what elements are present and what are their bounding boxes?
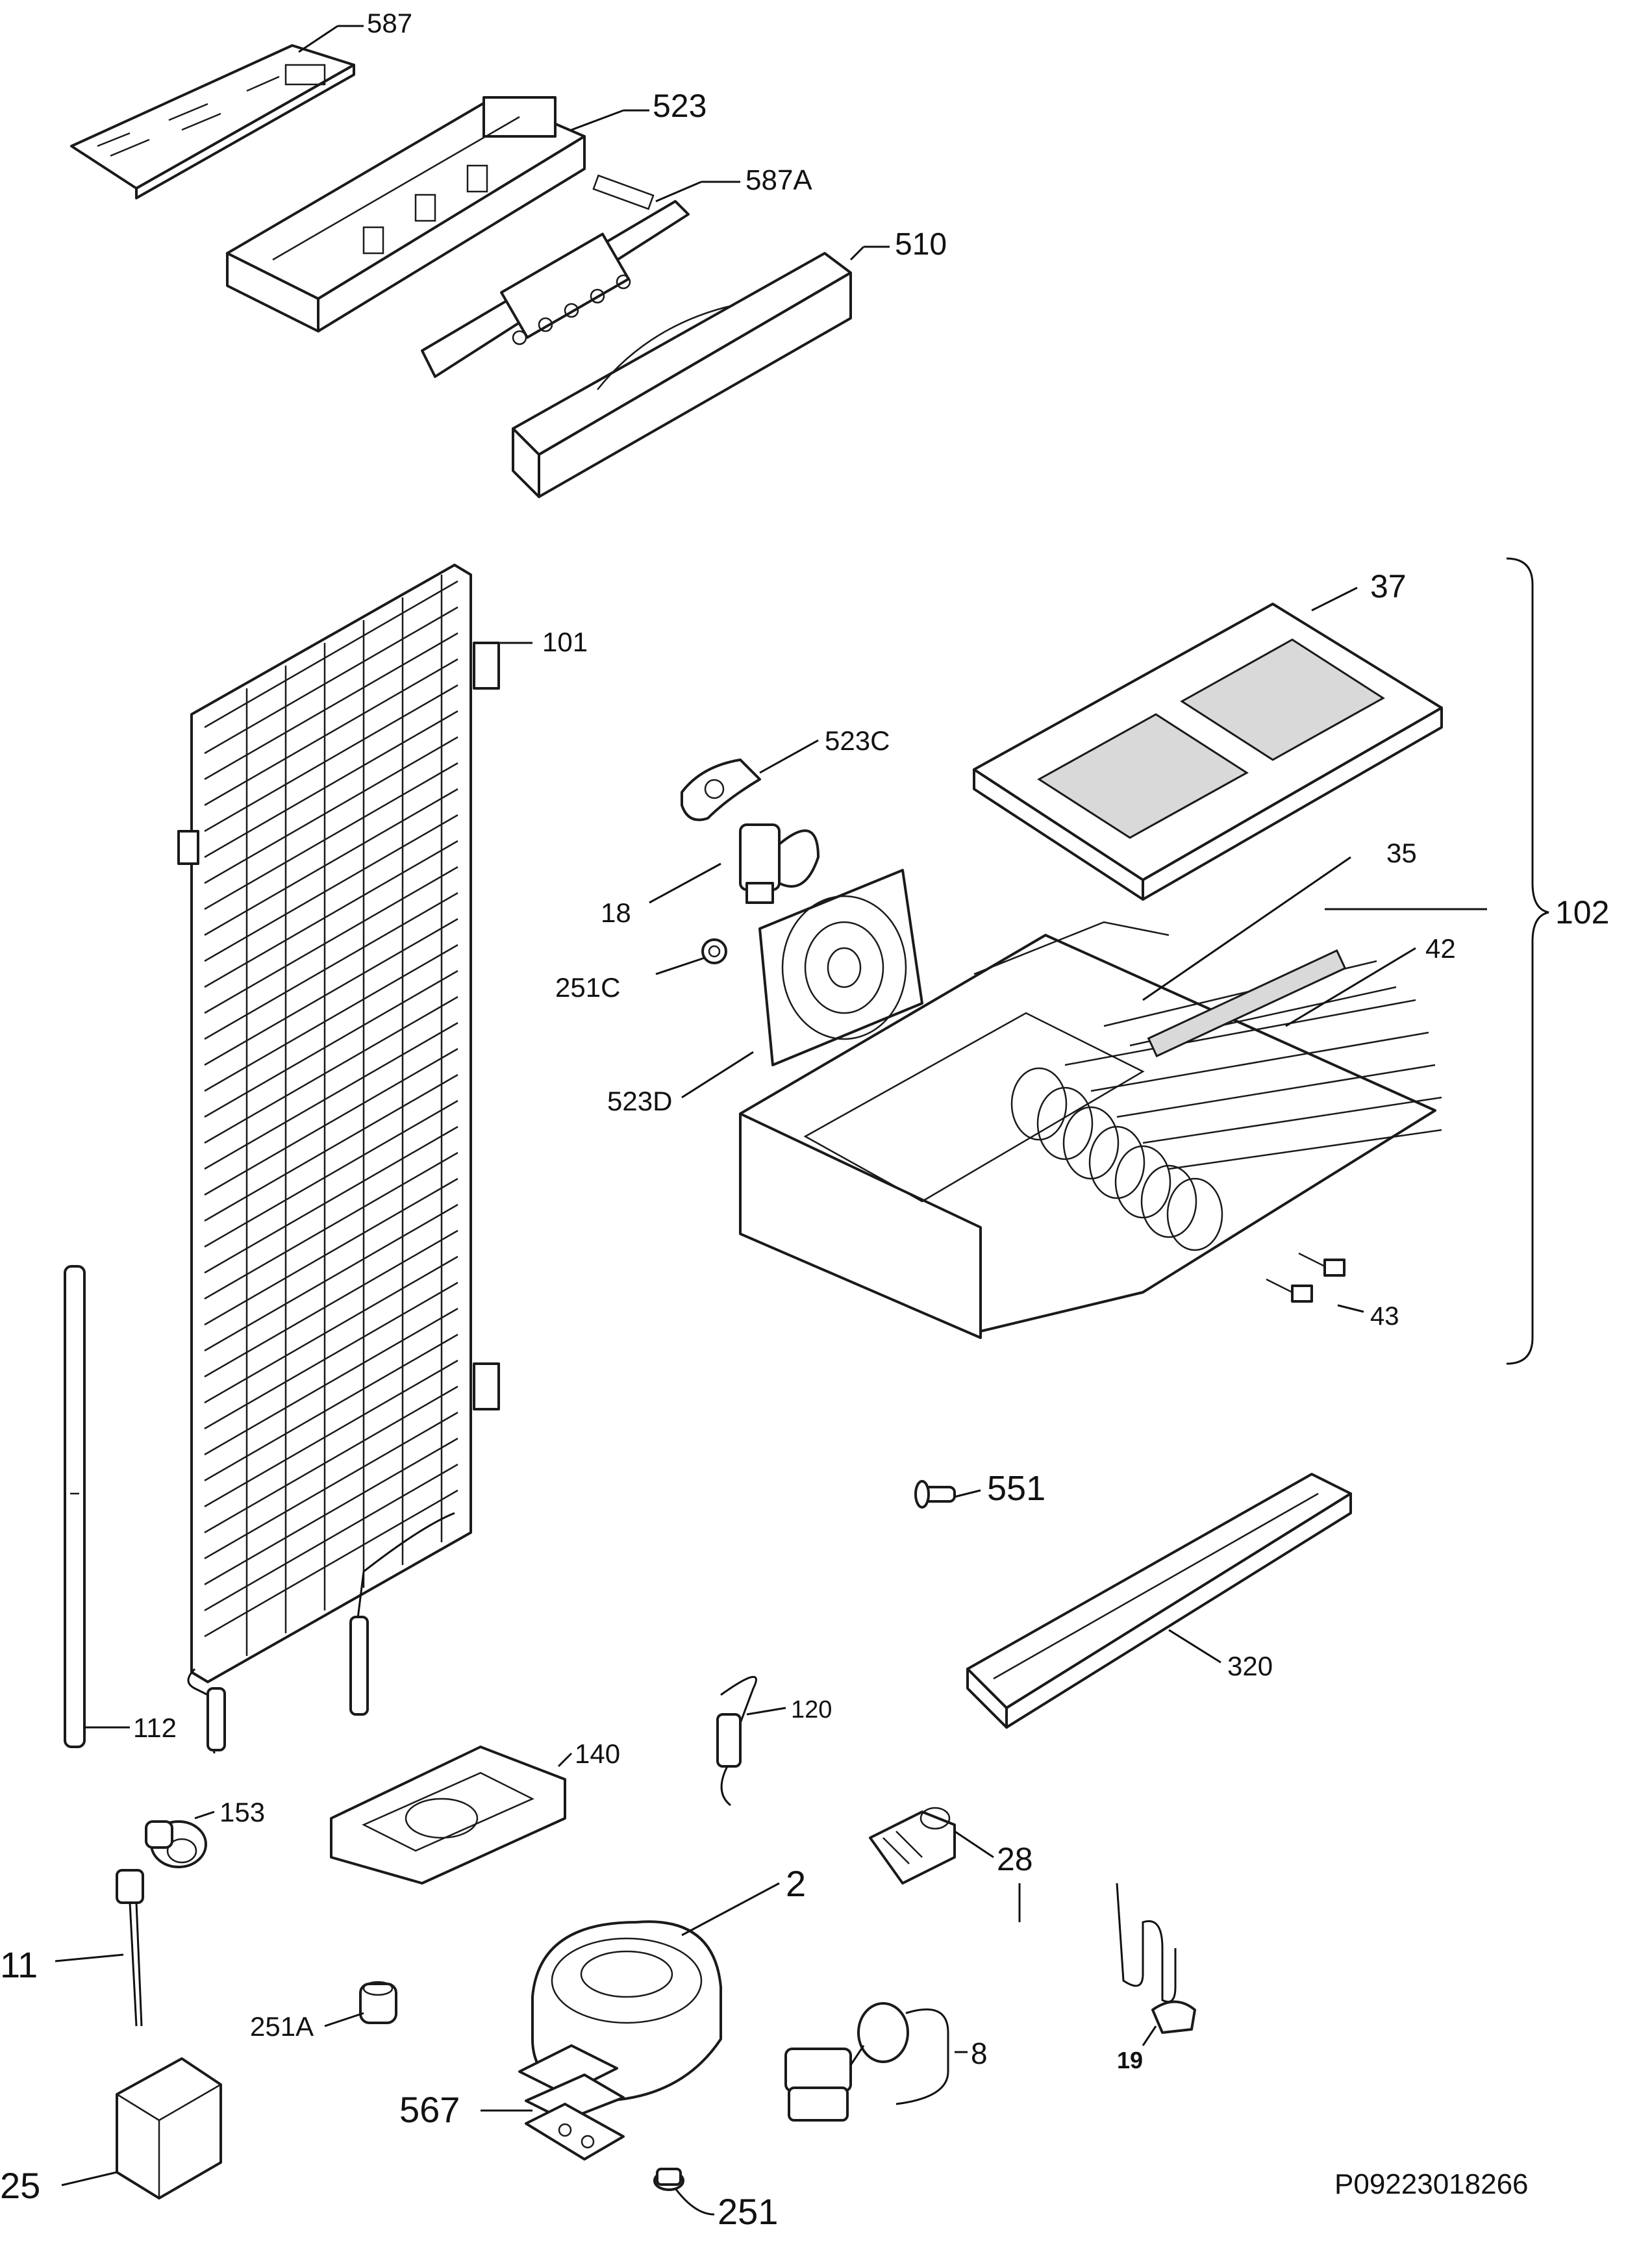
part-251A-grommet [359,1981,397,2024]
part-28-bracket [869,1807,956,1885]
callout-28: 28 [997,1841,1033,1877]
callout-587: 587 [367,8,412,38]
part-11-thermostat-wire [116,1869,144,2027]
callout-19: 19 [1117,2047,1143,2074]
part-102-evaporator-assembly [739,921,1442,1339]
callout-153: 153 [219,1797,265,1827]
part-523C-fan-bracket [681,758,761,821]
callout-112: 112 [133,1712,177,1743]
part-140-drip-tray [330,1746,566,1885]
callout-43: 43 [1370,1302,1399,1331]
part-523D-fan-cover [758,869,923,1066]
callout-25: 25 [0,2165,40,2206]
callout-42: 42 [1425,933,1456,964]
callout-140: 140 [575,1738,620,1769]
part-25-protection-box [116,2057,222,2199]
callout-35: 35 [1386,838,1417,868]
callout-320: 320 [1227,1651,1273,1681]
drawing-number: P09223018266 [1334,2168,1529,2200]
part-251-rubber-foot [653,2168,684,2191]
part-320-handle [966,1473,1352,1729]
callout-587A: 587A [745,164,812,196]
callout-labels: 587 523 587A 510 101 37 523C 18 35 42 10… [0,8,1609,2232]
part-510-front-panel [512,252,852,498]
callout-567: 567 [399,2089,460,2130]
callout-37: 37 [1370,568,1407,605]
callout-251A: 251A [250,2011,314,2042]
callout-251C: 251C [555,972,620,1003]
callout-8: 8 [971,2036,988,2070]
part-120-sensor [716,1675,757,1807]
callout-551: 551 [987,1469,1045,1508]
part-8-starter-relay [784,2002,909,2122]
part-523-housing [226,96,586,332]
part-37-evaporator-cover [973,603,1443,901]
part-251C-gear [701,938,727,964]
callout-510: 510 [895,227,947,262]
part-587-control-board [70,44,355,199]
part-19-power-cable [1116,1883,1196,2034]
callout-120: 120 [791,1696,832,1723]
part-551-pin [914,1480,956,1509]
part-567-mounting-plate [525,2103,625,2161]
part-587A-display-board [421,174,690,378]
part-18-fan-motor [739,823,820,904]
callout-102: 102 [1555,894,1609,931]
callout-523D: 523D [607,1086,672,1116]
callout-251: 251 [718,2191,778,2232]
callout-101: 101 [542,627,588,657]
callout-18: 18 [601,897,631,928]
part-112-drain-tube [64,1265,86,1748]
part-153-sleeve [145,1820,207,1868]
callout-11: 11 [0,1944,38,1985]
leader-lines [55,25,1549,2216]
part-101-condenser [177,564,500,1754]
part-2-compressor [518,1920,722,2122]
callout-523: 523 [653,88,707,124]
callout-523C: 523C [825,725,890,756]
callout-2: 2 [786,1863,806,1904]
